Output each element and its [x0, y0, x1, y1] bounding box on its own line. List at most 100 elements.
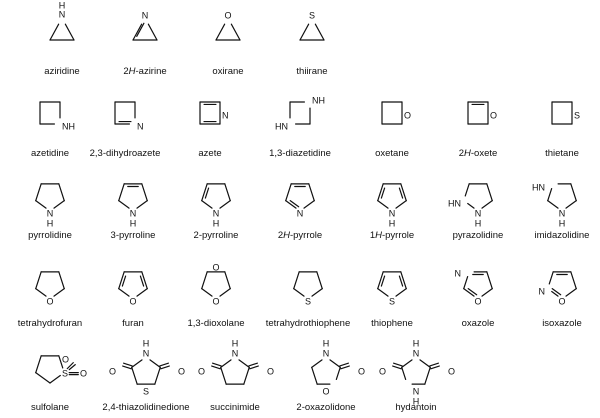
- bond: [314, 23, 325, 41]
- atom-label: H: [559, 218, 566, 228]
- bond: [230, 23, 241, 41]
- structure-sulfolane: SOO: [35, 354, 87, 384]
- compound-name: pyrazolidine: [452, 230, 504, 241]
- name-italic: H: [375, 230, 382, 241]
- bond: [212, 362, 222, 367]
- bond: [141, 271, 148, 290]
- bond: [311, 366, 318, 385]
- atom-label: O: [490, 110, 497, 120]
- bond: [118, 271, 125, 290]
- bond: [551, 287, 562, 296]
- atom-label: N: [475, 208, 482, 218]
- bond: [49, 23, 60, 41]
- bond: [131, 366, 138, 385]
- compound-name: 1,3-diazetidine: [269, 148, 331, 159]
- bond: [299, 23, 310, 41]
- bond: [547, 200, 559, 209]
- atom-label: S: [305, 296, 311, 306]
- structure-tetrahydrofuran: O: [35, 271, 65, 306]
- compound-name: isoxazole: [542, 318, 582, 329]
- structure-oxazole: NO: [455, 268, 493, 306]
- atom-label: N: [222, 110, 229, 120]
- bond: [401, 359, 413, 368]
- bond: [53, 200, 65, 209]
- bond: [53, 288, 65, 297]
- atom-label: O: [448, 366, 455, 376]
- atom-label: N: [413, 386, 420, 396]
- atom-label: N: [559, 208, 566, 218]
- bond: [547, 187, 553, 202]
- bond: [467, 287, 478, 296]
- bond: [463, 275, 469, 290]
- structure-1-3-dioxolane: OO: [201, 262, 231, 306]
- structure-furan: O: [118, 271, 148, 306]
- compound-name: 1H-pyrrole: [332, 230, 452, 241]
- bond: [551, 290, 559, 297]
- bond: [285, 200, 297, 209]
- atom-label: H: [47, 218, 54, 228]
- compound-name: thiophene: [371, 318, 413, 329]
- bond: [393, 362, 403, 367]
- name-prefix: 2: [277, 230, 284, 241]
- bond: [285, 183, 292, 202]
- bond: [154, 366, 161, 385]
- bond: [398, 187, 404, 199]
- bond: [340, 365, 350, 370]
- atom-label: S: [309, 10, 315, 20]
- bond: [147, 23, 158, 41]
- atom-label: O: [358, 366, 365, 376]
- bond: [35, 271, 42, 290]
- atom-label: N: [539, 286, 546, 296]
- atom-label: H: [232, 338, 239, 348]
- bond: [329, 359, 341, 368]
- atom-label: HN: [532, 182, 545, 192]
- bond: [35, 183, 42, 202]
- atom-label: N: [142, 10, 149, 20]
- structure-oxirane: O: [215, 10, 241, 41]
- bond: [201, 288, 213, 297]
- bond: [392, 365, 402, 370]
- compound-name: 2-pyrroline: [193, 230, 239, 241]
- atom-label: O: [129, 296, 136, 306]
- atom-label: O: [46, 296, 53, 306]
- bond: [211, 365, 221, 370]
- atom-label: O: [212, 262, 219, 272]
- atom-label: O: [267, 366, 274, 376]
- bond: [430, 365, 440, 370]
- bond: [159, 362, 169, 367]
- bond: [35, 372, 51, 384]
- bond: [467, 202, 475, 209]
- bond: [395, 200, 407, 209]
- bond: [141, 183, 148, 202]
- bond: [308, 183, 315, 202]
- structure-2-3-dihydroazete: N: [114, 101, 144, 131]
- atom-label: S: [62, 368, 68, 378]
- structure-thiirane: S: [299, 10, 325, 41]
- atom-label: H: [475, 218, 482, 228]
- atom-label: S: [574, 110, 580, 120]
- bond: [219, 200, 231, 209]
- bond: [58, 355, 64, 369]
- compound-name: 3-pyrroline: [110, 230, 156, 241]
- structure-2h-azirine: N: [132, 10, 158, 41]
- bond: [335, 366, 341, 381]
- structure-2h-pyrrole: N: [285, 183, 315, 218]
- atom-label: O: [404, 110, 411, 120]
- bond: [565, 288, 577, 297]
- bond: [316, 271, 323, 290]
- atom-label: NH: [312, 95, 325, 105]
- name-rest: -pyrrole: [289, 230, 323, 241]
- bond: [118, 183, 125, 202]
